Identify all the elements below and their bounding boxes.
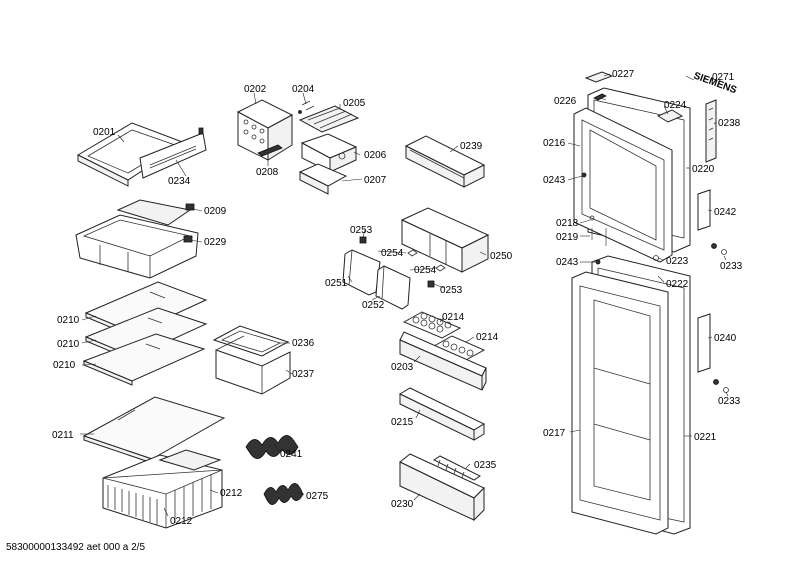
- label-0206: 0206: [364, 150, 387, 161]
- label-0234: 0234: [168, 176, 191, 187]
- label-0253-b: 0253: [440, 285, 463, 296]
- part-labels: 0201 0234 0202 0204 0205 0206 0207 0208 …: [52, 69, 743, 527]
- part-egg-holder-0214: [402, 311, 462, 339]
- part-bin-0203: [399, 331, 487, 391]
- label-0230: 0230: [391, 499, 414, 510]
- part-lower-door-0217-0221: [571, 255, 691, 535]
- label-0243-b: 0243: [556, 257, 579, 268]
- part-plate-0251: [342, 249, 381, 296]
- label-0215: 0215: [391, 417, 414, 428]
- part-0206-holder: [300, 133, 358, 173]
- label-0216: 0216: [543, 138, 566, 149]
- label-0218: 0218: [556, 218, 579, 229]
- label-0227: 0227: [612, 69, 635, 80]
- label-0252: 0252: [362, 300, 385, 311]
- label-0224: 0224: [664, 100, 687, 111]
- label-0221: 0221: [694, 432, 717, 443]
- label-0250: 0250: [490, 251, 513, 262]
- label-0240: 0240: [714, 333, 737, 344]
- part-tray-0201: [76, 122, 187, 187]
- label-0235: 0235: [474, 460, 497, 471]
- part-door-shelf-0239: [404, 135, 486, 188]
- label-0226: 0226: [554, 96, 577, 107]
- part-small-0254: [407, 249, 446, 272]
- part-0227-cap: [584, 71, 614, 83]
- part-upper-door-0216-0220: [573, 87, 691, 263]
- label-0201: 0201: [93, 127, 116, 138]
- part-bottle-bin-0230: [399, 453, 485, 522]
- label-0210-a: 0210: [57, 315, 80, 326]
- label-0219: 0219: [556, 232, 579, 243]
- part-0238-handle: [705, 99, 717, 163]
- label-0243-a: 0243: [543, 175, 566, 186]
- part-glass-cover-0211: [82, 396, 226, 464]
- part-crisper-bins-0212: [102, 449, 223, 529]
- part-0242-handle-bracket: [697, 189, 711, 231]
- label-0237: 0237: [292, 369, 315, 380]
- part-0218-0219-pins: [589, 215, 607, 246]
- part-box-0236-0237: [212, 325, 291, 395]
- label-0241: 0241: [280, 449, 303, 460]
- label-0233-b: 0233: [718, 396, 741, 407]
- label-0233-a: 0233: [720, 261, 743, 272]
- label-0217: 0217: [543, 428, 566, 439]
- label-0212-a: 0212: [220, 488, 243, 499]
- label-0239: 0239: [460, 141, 483, 152]
- part-0207-tray: [298, 163, 348, 195]
- document-footer-code: 58300000133492 aet 000 a 2/5: [6, 542, 146, 553]
- label-0254-a: 0254: [381, 248, 404, 259]
- part-0204-clips: [298, 100, 315, 114]
- label-0210-c: 0210: [53, 360, 76, 371]
- label-0251: 0251: [325, 278, 348, 289]
- part-0243-markers: [581, 172, 601, 265]
- part-plate-0252: [375, 265, 411, 310]
- label-0242: 0242: [714, 207, 737, 218]
- part-cover-0250: [400, 207, 490, 273]
- part-panel-0234: [139, 127, 207, 179]
- label-0212-b: 0212: [170, 516, 193, 527]
- part-spring-0275: [263, 483, 304, 505]
- part-0208-strip: [257, 144, 283, 157]
- part-divider-0235: [433, 455, 481, 481]
- label-0275: 0275: [306, 491, 329, 502]
- label-0210-b: 0210: [57, 339, 80, 350]
- label-0209: 0209: [204, 206, 227, 217]
- label-0253-a: 0253: [350, 225, 373, 236]
- label-0254-b: 0254: [414, 265, 437, 276]
- label-0223: 0223: [666, 256, 689, 267]
- label-0208: 0208: [256, 167, 279, 178]
- label-0214-b: 0214: [476, 332, 499, 343]
- part-glass-shelves-0210: [82, 281, 208, 386]
- label-0211: 0211: [52, 430, 74, 441]
- label-0207: 0207: [364, 175, 387, 186]
- part-0233-screws-upper: [711, 243, 727, 255]
- leader-lines: [80, 73, 729, 517]
- label-0202: 0202: [244, 84, 267, 95]
- label-0204: 0204: [292, 84, 315, 95]
- part-spring-0241: [245, 435, 299, 459]
- label-0203: 0203: [391, 362, 414, 373]
- part-0205-rail: [298, 105, 360, 133]
- label-0238: 0238: [718, 118, 741, 129]
- label-0205: 0205: [343, 98, 366, 109]
- part-0233-screws-lower: [713, 379, 729, 393]
- label-0271: 0271: [712, 72, 735, 83]
- part-0226-hinge: [593, 93, 607, 101]
- label-0236: 0236: [292, 338, 315, 349]
- label-0229: 0229: [204, 237, 227, 248]
- part-drawer-0209-0229: [75, 199, 199, 279]
- label-0214-a: 0214: [442, 312, 465, 323]
- part-bin-0215: [398, 387, 486, 441]
- part-0240-handle-bracket: [697, 313, 711, 373]
- label-0220: 0220: [692, 164, 715, 175]
- label-0222: 0222: [666, 279, 689, 290]
